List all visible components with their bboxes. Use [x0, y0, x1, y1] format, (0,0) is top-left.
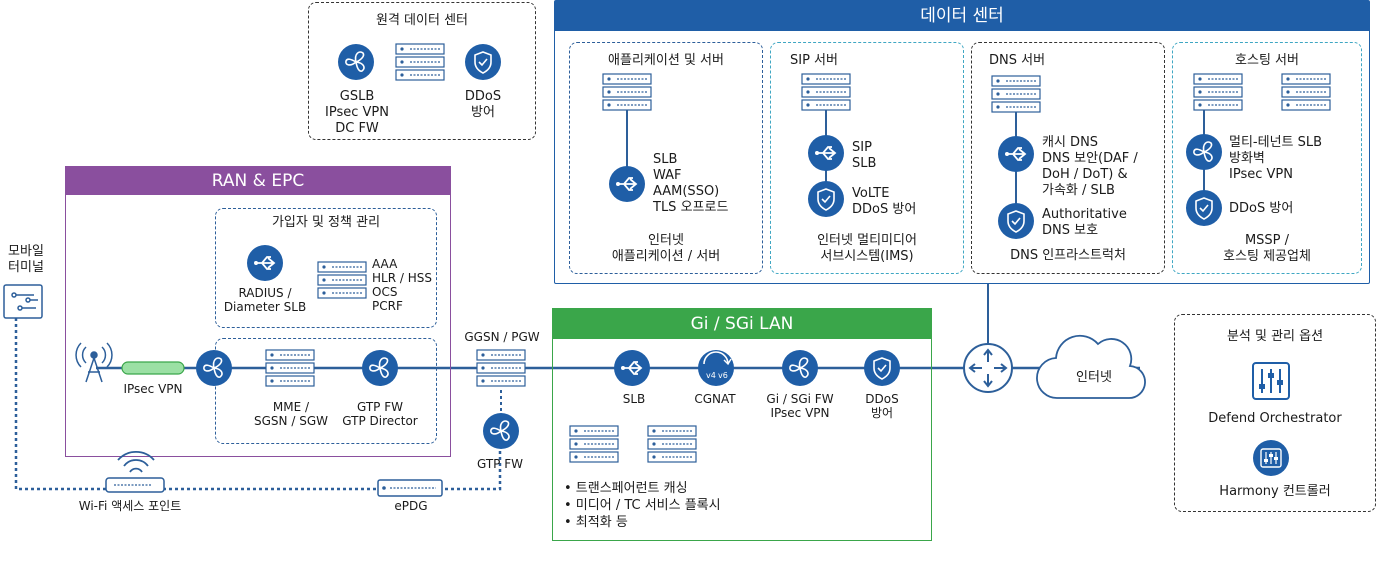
- dns-server-group: [971, 42, 1165, 274]
- subscriber-server-label: AAA HLR / HSS OCS PCRF: [372, 257, 432, 313]
- ran-epc-panel: RAN & EPC: [65, 166, 451, 457]
- hosting-services-2: DDoS 방어: [1229, 201, 1294, 216]
- dns-services-2: Authoritative DNS 보호: [1042, 207, 1127, 238]
- ran-epc-title: RAN & EPC: [66, 167, 450, 195]
- router-icon: [963, 343, 1013, 393]
- harmony-controller-icon: [1253, 440, 1289, 476]
- epdg-icon: [377, 479, 443, 497]
- datacenter-title: 데이터 센터: [555, 1, 1369, 31]
- dns-slb-icon: [997, 135, 1035, 173]
- remote-dc-left-label: GSLB IPsec VPN DC FW: [325, 89, 389, 136]
- dns-server-icon: [991, 75, 1041, 113]
- wifi-access-point-icon: [105, 450, 165, 493]
- app-server-group: [569, 42, 763, 274]
- gtp-director-icon: [361, 349, 399, 387]
- hosting-footer: MSSP / 호스팅 제공업체: [1223, 233, 1311, 264]
- mobile-terminal-label: 모바일 터미널: [8, 244, 44, 275]
- gi-slb-label: SLB: [622, 392, 646, 406]
- ggsn-server-icon: [476, 349, 526, 387]
- remote-dc-shield-icon: [464, 43, 502, 81]
- radius-slb-icon: [246, 244, 284, 282]
- analytics-panel: [1174, 314, 1376, 512]
- gtp-fw-icon: [482, 412, 520, 450]
- defend-orchestrator-label: Defend Orchestrator: [1208, 411, 1342, 426]
- gi-fw-label: Gi / SGi FW IPsec VPN: [766, 392, 834, 420]
- gi-ddos-label: DDoS 방어: [865, 392, 899, 420]
- sip-server-icon: [801, 73, 851, 111]
- ipsec-tunnel: [121, 361, 185, 375]
- hosting-heading: 호스팅 서버: [1235, 53, 1299, 68]
- internet-label: 인터넷: [1076, 370, 1112, 385]
- sip-footer: 인터넷 멀티미디어 서브시스템(IMS): [817, 233, 917, 264]
- ipsec-vpn-label: IPsec VPN: [123, 382, 183, 396]
- defend-orchestrator-icon: [1252, 362, 1290, 400]
- cgnat-label: CGNAT: [694, 392, 736, 406]
- cgnat-v6-text: v6: [718, 371, 728, 380]
- sip-slb-icon: [807, 134, 845, 172]
- hosting-server-group: [1172, 42, 1362, 274]
- dns-shield-icon: [997, 202, 1035, 240]
- app-footer: 인터넷 애플리케이션 / 서버: [611, 233, 721, 264]
- dns-services-1: 캐시 DNS DNS 보안(DAF / DoH / DoT) & 가속화 / S…: [1042, 135, 1138, 198]
- subscriber-server-icon: [317, 261, 367, 299]
- remote-dc-fan-icon: [337, 43, 375, 81]
- internet-cloud-icon: [1036, 334, 1146, 399]
- sip-server-group: [770, 42, 964, 274]
- gtp-fw-label: GTP FW: [476, 457, 524, 471]
- cgnat-v4-text: v4: [706, 371, 716, 380]
- analytics-title: 분석 및 관리 옵션: [1226, 329, 1324, 344]
- hosting-fan-icon: [1185, 133, 1223, 171]
- remote-datacenter-panel: [308, 2, 536, 140]
- sip-ddos-shield-icon: [807, 180, 845, 218]
- mme-server-icon: [265, 349, 315, 387]
- harmony-controller-label: Harmony 컨트롤러: [1219, 484, 1331, 499]
- gi-cache-server-icon-1: [569, 425, 619, 463]
- radius-label: RADIUS / Diameter SLB: [223, 286, 307, 314]
- remote-dc-right-label: DDoS 방어: [464, 89, 502, 120]
- gi-lan-title: Gi / SGi LAN: [553, 309, 931, 339]
- core-network-group: [215, 338, 437, 444]
- epdg-label: ePDG: [394, 499, 428, 513]
- hosting-shield-icon: [1185, 189, 1223, 227]
- remote-dc-server-icon: [395, 43, 445, 81]
- gi-slb-icon: [613, 349, 651, 387]
- mme-label: MME / SGSN / SGW: [254, 400, 328, 428]
- app-services: SLB WAF AAM(SSO) TLS 오프로드: [653, 152, 729, 215]
- hosting-server-icon-2: [1281, 73, 1331, 111]
- sip-services-2: VoLTE DDoS 방어: [852, 186, 917, 217]
- hosting-services-1: 멀티-테넌트 SLB 방화벽 IPsec VPN: [1229, 135, 1323, 182]
- gi-lan-panel: Gi / SGi LAN: [552, 308, 932, 541]
- antenna-icon: [75, 342, 113, 383]
- dns-footer: DNS 인프라스트럭처: [1010, 248, 1126, 263]
- app-heading: 애플리케이션 및 서버: [608, 53, 724, 68]
- gtp-director-label: GTP FW GTP Director: [342, 400, 418, 428]
- app-slb-icon: [608, 165, 646, 203]
- hosting-server-icon-1: [1193, 73, 1243, 111]
- gi-bullet-list: • 트랜스페어런트 캐싱 • 미디어 / TC 서비스 플록시 • 최적화 등: [564, 481, 721, 530]
- gi-ddos-shield-icon: [863, 349, 901, 387]
- ran-fan-icon: [195, 349, 233, 387]
- app-server-icon: [602, 73, 652, 111]
- dns-heading: DNS 서버: [989, 53, 1046, 68]
- sip-services-1: SIP SLB: [852, 140, 877, 171]
- gi-fw-fan-icon: [781, 349, 819, 387]
- wifi-label: Wi-Fi 액세스 포인트: [78, 499, 182, 513]
- subscriber-heading: 가입자 및 정책 관리: [271, 215, 381, 230]
- sip-heading: SIP 서버: [790, 53, 838, 68]
- remote-dc-title: 원격 데이터 센터: [376, 13, 468, 28]
- mobile-terminal-icon: [3, 284, 43, 319]
- gi-cache-server-icon-2: [647, 425, 697, 463]
- subscriber-policy-group: [215, 208, 437, 328]
- ggsn-label: GGSN / PGW: [464, 330, 540, 344]
- cgnat-icon: v4 v6: [698, 350, 734, 386]
